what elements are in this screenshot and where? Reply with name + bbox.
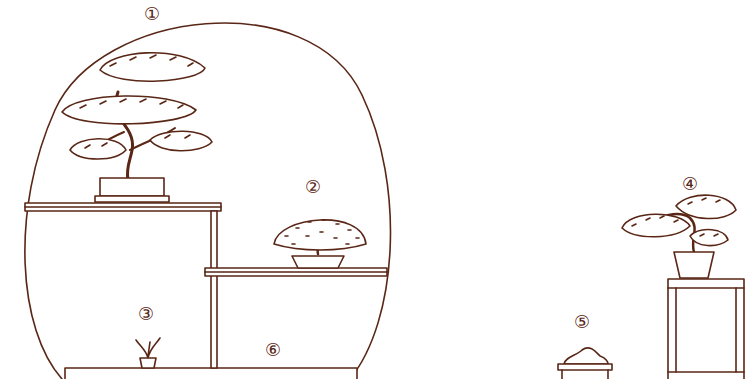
callout-number: ⑤: [574, 312, 590, 332]
pine-bonsai-1: [62, 53, 212, 202]
viewing-stone-5: [558, 348, 612, 379]
callout-number: ④: [682, 174, 698, 194]
azalea-bonsai-2: [274, 220, 366, 268]
cascade-bonsai-4: [622, 195, 744, 379]
callout-number: ⑥: [265, 340, 281, 360]
accent-plant-3: [136, 338, 160, 368]
lower-shelf-edge: [205, 271, 387, 273]
lower-shelf: [205, 268, 387, 276]
upper-shelf-edge: [25, 206, 221, 208]
shelf-post: [211, 211, 217, 368]
callout-number: ②: [305, 177, 321, 197]
round-window-backdrop: [25, 23, 391, 379]
upper-shelf: [25, 203, 221, 211]
tall-stand: [668, 279, 744, 379]
callout-number: ①: [144, 4, 160, 24]
callout-number: ③: [138, 304, 154, 324]
base-board: [65, 368, 357, 379]
